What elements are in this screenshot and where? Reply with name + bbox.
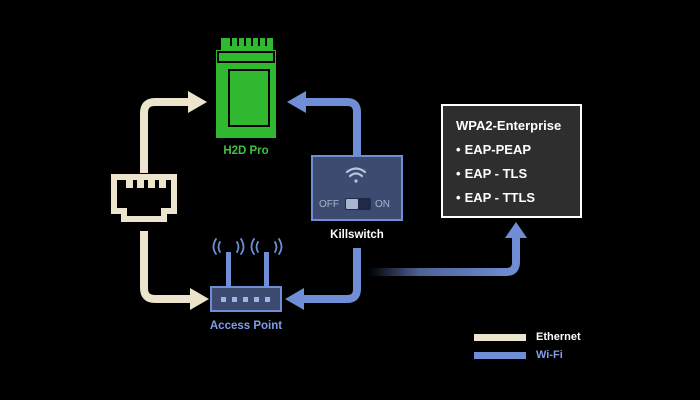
h2d-pro-printer-icon: [216, 38, 276, 138]
access-point-label: Access Point: [209, 320, 283, 332]
legend-ethernet: Ethernet: [474, 331, 581, 343]
eap-method-item: EAP - TTLS: [456, 190, 580, 205]
eap-method-item: EAP-PEAP: [456, 142, 580, 157]
ethernet-links: [140, 98, 192, 303]
legend-ethernet-swatch: [474, 333, 526, 341]
wifi-arrow-access-point: [285, 288, 304, 310]
wifi-links: [302, 98, 520, 303]
legend-wifi-swatch: [474, 351, 526, 359]
legend-ethernet-label: Ethernet: [536, 331, 581, 343]
wpa2-enterprise-box: WPA2-Enterprise EAP-PEAP EAP - TLS EAP -…: [441, 104, 582, 218]
router-icon: [210, 238, 283, 312]
wifi-link-to-enterprise: [368, 236, 520, 276]
killswitch-box: [311, 155, 403, 221]
wifi-icon: [345, 167, 367, 183]
ethernet-link-to-access-point: [140, 231, 192, 303]
printer-label: H2D Pro: [223, 145, 269, 157]
wifi-arrow-printer: [287, 91, 306, 113]
legend-wifi-label: Wi-Fi: [536, 349, 563, 361]
eap-method-item: EAP - TLS: [456, 166, 580, 181]
ethernet-arrowheads: [188, 91, 209, 310]
wifi-arrowheads: [285, 91, 527, 310]
killswitch-toggle[interactable]: [345, 198, 371, 210]
wifi-link-killswitch-to-access-point: [302, 248, 361, 303]
wpa2-enterprise-title: WPA2-Enterprise: [456, 118, 562, 133]
ethernet-port-icon: [111, 174, 177, 222]
ethernet-arrow-access-point: [190, 288, 209, 310]
killswitch-on-label: ON: [375, 199, 390, 210]
killswitch-label: Killswitch: [330, 229, 384, 241]
wifi-arrow-enterprise: [505, 222, 527, 238]
ethernet-link-to-printer: [140, 98, 190, 173]
killswitch-off-label: OFF: [319, 199, 339, 210]
ethernet-arrow-printer: [188, 91, 207, 113]
legend-wifi: Wi-Fi: [474, 349, 563, 361]
wifi-link-killswitch-to-printer: [304, 98, 361, 156]
